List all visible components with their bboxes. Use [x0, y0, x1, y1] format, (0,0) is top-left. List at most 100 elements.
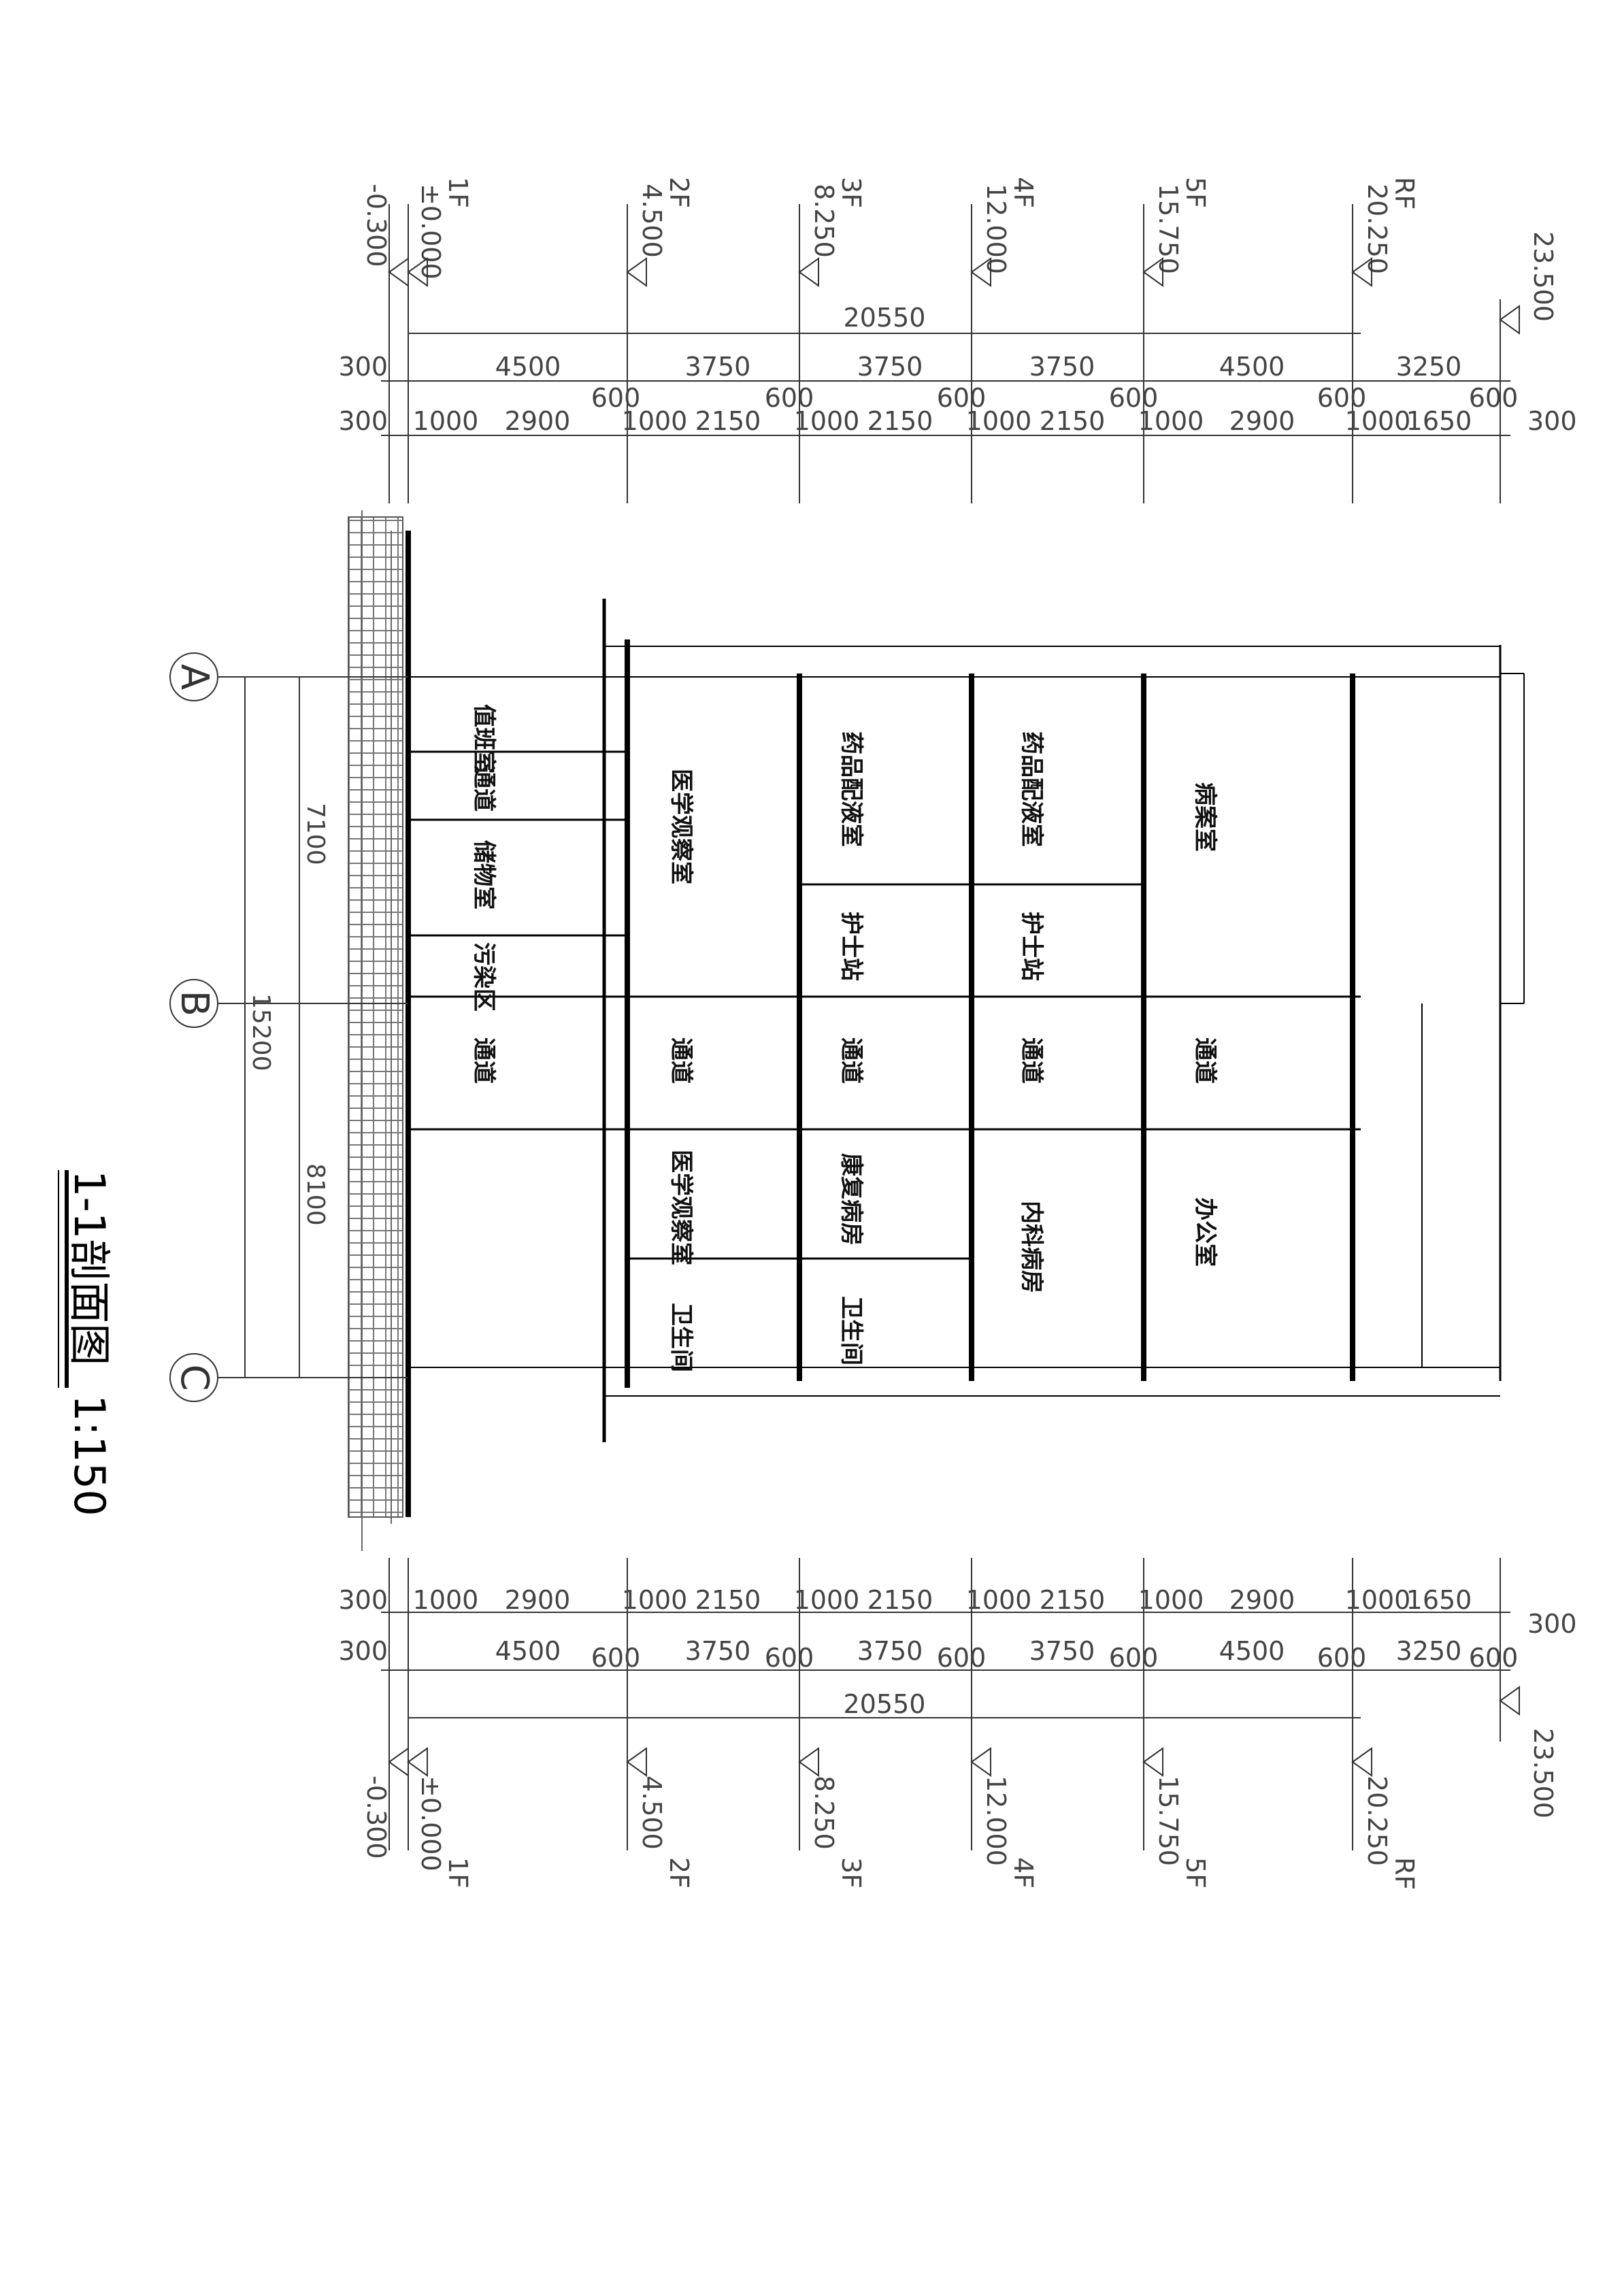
dim-parapet-2-b: 600	[937, 1643, 987, 1673]
dim-row2-11: 1000	[1345, 406, 1411, 436]
top-level-labels: -0.300 1F ±0.000 2F 4.500 3F 8.250 4F 12…	[361, 177, 1558, 322]
dim-parapet-4-b: 600	[1317, 1643, 1367, 1673]
room-f1-corridor-2: 通道	[470, 1037, 497, 1084]
dim-row2-5: 1000	[794, 406, 860, 436]
dim-total: 20550	[844, 303, 926, 333]
dim-row2-11-b: 1000	[1345, 1585, 1411, 1615]
grid-lines	[218, 676, 408, 1378]
dim-row2-4-b: 2150	[695, 1585, 761, 1615]
level-elev-0-b: -0.300	[361, 1776, 391, 1859]
dim-parapet-3: 600	[1109, 383, 1159, 413]
dim-row2-10-b: 2900	[1229, 1585, 1295, 1615]
level-elev-3: 8.250	[809, 184, 839, 258]
room-f4-pharmacy: 药品配液室	[1018, 731, 1045, 847]
dim-row2-4: 2150	[695, 406, 761, 436]
room-f1-storage: 储物室	[470, 840, 497, 910]
dim-row1-0: 300	[338, 352, 388, 382]
room-f1-duty: 值班室	[470, 704, 497, 773]
room-f5-office: 办公室	[1191, 1197, 1219, 1267]
bottom-level-labels: -0.300 1F ±0.000 2F 4.500 3F 8.250 4F 12…	[361, 1728, 1558, 1890]
dim-parapet-5-b: 600	[1469, 1643, 1519, 1673]
dim-row2-8: 2150	[1040, 406, 1106, 436]
level-elev-5-b: 15.750	[1153, 1776, 1183, 1866]
grid-label-c: C	[172, 1364, 216, 1391]
room-f3-nurse-station: 护士站	[838, 912, 865, 981]
dim-row1-2-b: 3750	[685, 1636, 751, 1666]
room-f2-corridor: 通道	[667, 1037, 695, 1084]
dim-row1-6-b: 3250	[1396, 1636, 1462, 1666]
title-block: 1-1剖面图 1:150	[58, 1170, 114, 1516]
rooms-floor-2: 医学观察室 通道 医学观察室 卫生间	[667, 769, 695, 1372]
level-elev-2: 4.500	[637, 184, 667, 258]
level-elev-4-b: 12.000	[981, 1776, 1011, 1866]
dim-row1-5-b: 4500	[1219, 1636, 1285, 1666]
room-f1-corridor-1: 通道	[470, 765, 497, 812]
level-floor-2: 2F	[664, 177, 694, 208]
dim-row1-4: 3750	[1029, 352, 1095, 382]
level-floor-4: 4F	[1008, 177, 1038, 208]
level-floor-rf: RF	[1389, 177, 1419, 210]
room-f1-contaminated: 污染区	[470, 942, 497, 1012]
dim-row2-10: 2900	[1229, 406, 1295, 436]
dim-row2-13: 300	[1527, 406, 1577, 436]
dim-row1-2: 3750	[685, 352, 751, 382]
dim-parapet-4: 600	[1317, 383, 1367, 413]
room-f4-nurse-station: 护士站	[1018, 912, 1045, 981]
level-floor-4-b: 4F	[1008, 1857, 1038, 1889]
axis-span-total: 15200	[247, 993, 275, 1071]
outer-walls	[408, 646, 1525, 1397]
room-f3-corridor: 通道	[838, 1037, 865, 1084]
dim-row2-5-b: 1000	[794, 1585, 860, 1615]
bottom-dimensions	[381, 1558, 1510, 1850]
dim-row2-1: 1000	[413, 406, 479, 436]
grid-label-a: A	[172, 664, 216, 690]
room-f3-rehab-ward: 康复病房	[838, 1153, 865, 1246]
dim-row1-1: 4500	[495, 352, 561, 382]
level-floor-3: 3F	[836, 177, 866, 208]
level-floor-2-b: 2F	[664, 1857, 694, 1889]
dim-row1-3-b: 3750	[857, 1636, 923, 1666]
level-elev-1-b: ±0.000	[416, 1776, 446, 1871]
room-f3-wc: 卫生间	[838, 1296, 865, 1365]
bottom-dimension-values: 20550 300 4500 3750 3750 3750 4500 3250 …	[338, 1585, 1576, 1719]
axis-span-bc: 8100	[301, 1163, 329, 1226]
level-elev-2-b: 4.500	[637, 1776, 667, 1850]
drawing-title: 1-1剖面图	[65, 1170, 114, 1365]
level-elev-top-b: 23.500	[1528, 1728, 1558, 1818]
level-floor-5-b: 5F	[1180, 1857, 1210, 1889]
dim-parapet-0-b: 600	[591, 1643, 641, 1673]
top-dimension-values: 20550 300 4500 3750 3750 3750 4500 3250 …	[338, 303, 1576, 436]
room-f2-wc: 卫生间	[667, 1303, 695, 1372]
level-elev-5: 15.750	[1153, 184, 1183, 274]
dim-row1-4-b: 3750	[1029, 1636, 1095, 1666]
dim-row1-6: 3250	[1396, 352, 1462, 382]
rooms-floor-5: 病案室 通道 办公室	[1191, 782, 1219, 1267]
dim-row2-7-b: 1000	[966, 1585, 1032, 1615]
drawing-scale: 1:150	[65, 1395, 114, 1516]
dim-row2-3-b: 1000	[622, 1585, 688, 1615]
grid-bubble-c: C	[169, 1353, 218, 1402]
room-f2-observation-2: 医学观察室	[667, 1150, 695, 1265]
level-elev-0: -0.300	[361, 184, 391, 267]
level-floor-1: 1F	[443, 177, 473, 208]
dim-parapet-5: 600	[1469, 383, 1519, 413]
dim-parapet-1: 600	[765, 383, 814, 413]
dim-parapet-0: 600	[591, 383, 641, 413]
dim-row2-9: 1000	[1138, 406, 1204, 436]
level-elev-rf: 20.250	[1362, 184, 1392, 274]
dim-row2-3: 1000	[622, 406, 688, 436]
level-elev-3-b: 8.250	[809, 1776, 839, 1850]
dim-row2-13-b: 300	[1527, 1609, 1577, 1639]
level-elev-top: 23.500	[1528, 231, 1558, 322]
dim-row2-12-b: 1650	[1406, 1585, 1472, 1615]
dim-row1-3: 3750	[857, 352, 923, 382]
dim-row2-6: 2150	[867, 406, 933, 436]
level-elev-1: ±0.000	[416, 184, 446, 280]
grid-bubble-a: A	[169, 652, 218, 701]
dim-row1-1-b: 4500	[495, 1636, 561, 1666]
rooms-floor-1: 值班室 通道 储物室 污染区 通道	[470, 704, 497, 1084]
floor-slabs	[405, 531, 1502, 1517]
level-markers	[388, 257, 1520, 1777]
dim-row2-1-b: 1000	[413, 1585, 479, 1615]
